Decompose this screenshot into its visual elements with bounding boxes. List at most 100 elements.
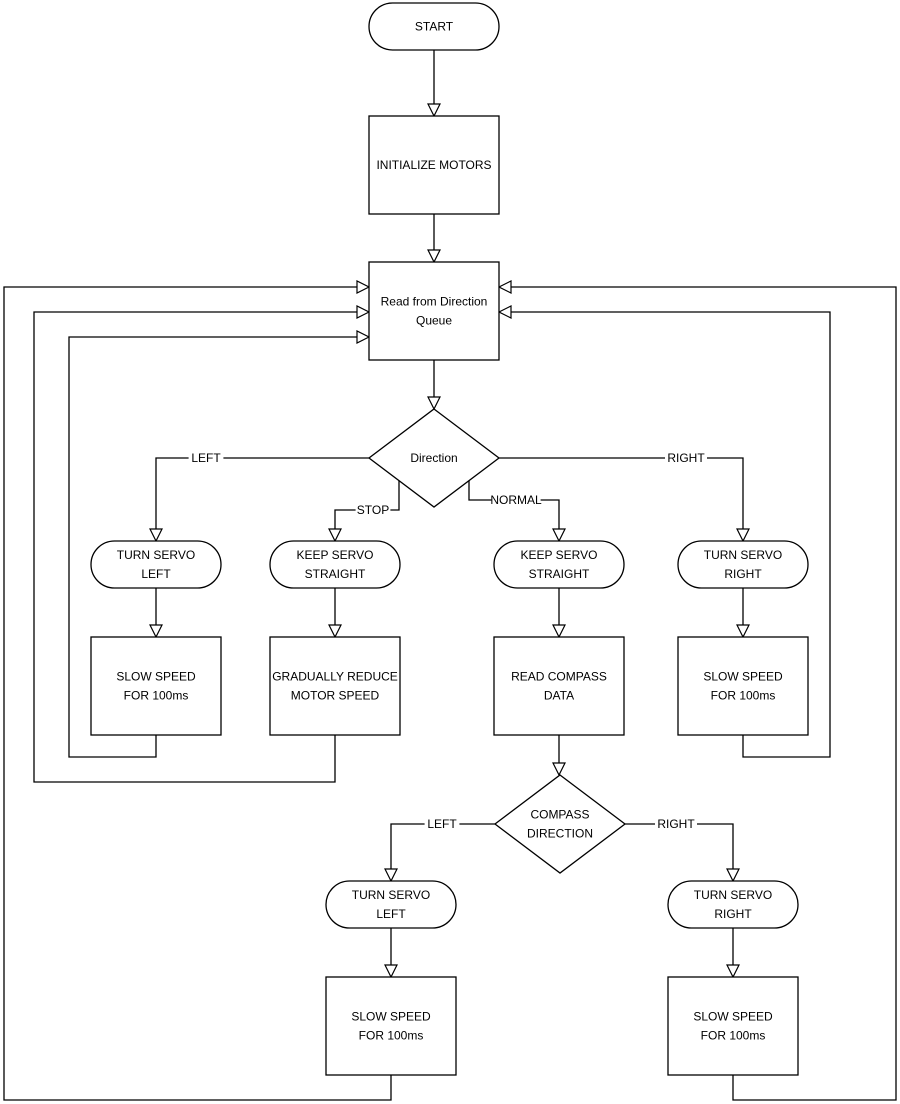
edge-turn-right-to-slow-right [736,588,750,639]
node-label: RIGHT [724,567,762,581]
node-label: TURN SERVO [694,888,772,902]
arrowhead [427,396,441,411]
arrowhead [497,280,512,294]
edge-init-to-read-queue [427,214,441,264]
edge-keep-straight-stop-to-reduce-speed [328,588,342,639]
arrowhead [736,624,750,639]
terminal-shape [269,540,401,589]
arrowhead [149,624,163,639]
edge-label-background [491,493,541,507]
edge-label-text: RIGHT [667,451,705,465]
edge-c-turn-left-to-c-slow-left [384,928,398,979]
arrowhead [552,528,566,543]
node-slow-right: SLOW SPEED FOR 100ms [677,636,809,736]
node-label: GRADUALLY REDUCE [272,670,398,684]
process-shape [90,636,222,736]
edge-slow-left-to-read-queue [68,330,371,758]
node-read-compass: READ COMPASS DATA [493,636,625,736]
edge-label-background [355,503,391,517]
node-label: SLOW SPEED [116,670,196,684]
node-label: TURN SERVO [117,548,195,562]
node-label: FOR 100ms [711,689,776,703]
node-label: TURN SERVO [704,548,782,562]
node-label: LEFT [376,907,406,921]
connector-line [3,286,392,1101]
terminal-shape [368,2,500,51]
node-label: FOR 100ms [124,689,189,703]
node-reduce-speed: GRADUALLY REDUCE MOTOR SPEED [269,636,401,736]
terminal-shape [493,540,625,589]
arrowhead [726,868,740,883]
edge-label-background [424,817,460,831]
arrowhead [328,528,342,543]
edge-label-background [655,817,697,831]
edge-read-queue-to-direction [427,360,441,411]
edge-label-text: LEFT [427,817,457,831]
arrowhead [356,280,371,294]
node-init: INITIALIZE MOTORS [368,115,500,215]
arrowhead [328,624,342,639]
edge-slow-right-to-read-queue [497,305,831,758]
terminal-shape [325,880,457,929]
edge-label-left: LEFT [424,817,460,831]
arrowhead [356,305,371,319]
node-c-turn-left: TURN SERVO LEFT [325,880,457,929]
process-shape [667,976,799,1076]
node-label: SLOW SPEED [351,1010,431,1024]
edge-label-left: LEFT [188,451,224,465]
edge-compass-dir-to-c-turn-right [625,823,740,883]
edge-read-compass-to-compass-dir [552,735,566,777]
node-label: LEFT [141,567,171,581]
arrowhead [384,868,398,883]
connector-line [68,336,357,758]
terminal-shape [677,540,809,589]
node-turn-left: TURN SERVO LEFT [90,540,222,589]
arrowhead [552,762,566,777]
node-label: Read from Direction [381,295,488,309]
edge-label-text: NORMAL [490,493,542,507]
edge-label-text: RIGHT [657,817,695,831]
arrowhead [427,103,441,118]
node-label: Direction [410,451,457,465]
node-c-turn-right: TURN SERVO RIGHT [667,880,799,929]
terminal-shape [90,540,222,589]
terminal-shape [667,880,799,929]
arrowhead [384,964,398,979]
node-label: SLOW SPEED [693,1010,773,1024]
node-label: READ COMPASS [511,670,607,684]
arrowhead [356,330,371,344]
node-label: STRAIGHT [305,567,366,581]
arrowhead [427,249,441,264]
edge-label-text: LEFT [191,451,221,465]
node-label: SLOW SPEED [703,670,783,684]
arrowhead [726,964,740,979]
arrowhead [736,528,750,543]
edge-label-right: RIGHT [655,817,697,831]
node-label: TURN SERVO [352,888,430,902]
edge-keep-straight-normal-to-read-compass [552,588,566,639]
edge-label-text: STOP [357,503,389,517]
edge-c-slow-right-to-read-queue [497,280,897,1101]
edge-label-background [665,451,707,465]
process-shape [368,261,500,361]
edge-label-background [188,451,224,465]
node-label: MOTOR SPEED [291,689,380,703]
edge-label-right: RIGHT [665,451,707,465]
edge-turn-left-to-slow-left [149,588,163,639]
process-shape [368,115,500,215]
node-label: RIGHT [714,907,752,921]
edge-start-to-init [427,50,441,118]
decision-shape [367,408,501,508]
node-label: COMPASS [530,808,589,822]
process-shape [325,976,457,1076]
node-label: DATA [544,689,574,703]
edge-reduce-speed-to-read-queue [33,305,371,783]
arrowhead [149,528,163,543]
